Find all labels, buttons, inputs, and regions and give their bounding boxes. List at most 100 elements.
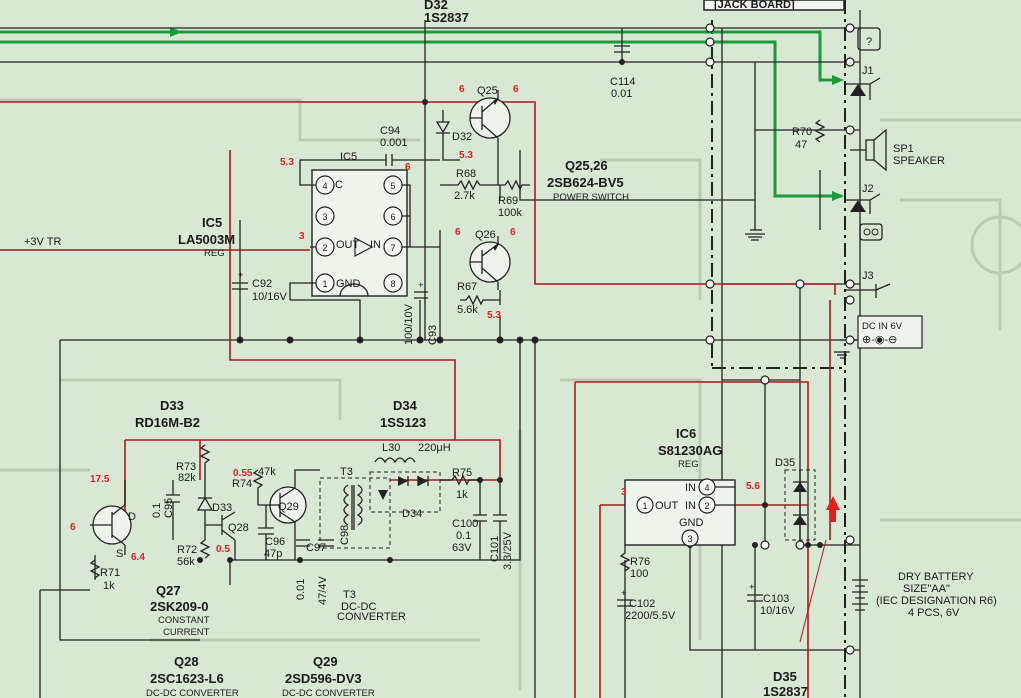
voltage-label: 0.5 — [216, 544, 230, 555]
svg-text:47/4V: 47/4V — [317, 576, 329, 605]
capacitor-c97: C97 0.01 — [295, 539, 326, 600]
svg-text:4: 4 — [704, 483, 709, 493]
connection-nodes — [705, 23, 855, 655]
svg-text:SPEAKER: SPEAKER — [893, 155, 945, 167]
svg-text:1: 1 — [642, 501, 647, 511]
svg-text:R73: R73 — [176, 461, 196, 473]
d33-part-label: RD16M-B2 — [135, 415, 200, 430]
resistor-r76: R76 100 — [619, 545, 650, 580]
ic5-part-label: LA5003M — [178, 232, 235, 247]
ic5-regulator: IC5 C OUT IN GND 43 21 56 78 — [289, 151, 440, 300]
voltage-label: 5.3 — [487, 310, 501, 321]
q29-role: DC-DC CONVERTER — [282, 688, 375, 698]
resistor-r75: R75 1k — [440, 467, 480, 501]
d33-ref-label: D33 — [160, 398, 184, 413]
svg-text:3: 3 — [322, 212, 327, 222]
svg-text:100k: 100k — [498, 207, 522, 219]
net-3v-label: +3V TR — [24, 236, 61, 248]
svg-text:L30: L30 — [382, 442, 400, 454]
voltage-label: 5.3 — [459, 150, 473, 161]
d32-part-label: 1S2837 — [424, 10, 469, 25]
svg-text:3.3/25V: 3.3/25V — [502, 531, 514, 570]
svg-text:IN: IN — [370, 239, 381, 251]
jack-j2: J2 — [845, 183, 883, 241]
svg-text:T3: T3 — [340, 466, 353, 478]
svg-text:220μH: 220μH — [418, 442, 451, 454]
svg-text:C92: C92 — [252, 278, 272, 290]
q28-ref: Q28 — [174, 654, 199, 669]
q25-26-part: 2SB624-BV5 — [547, 175, 624, 190]
svg-text:R75: R75 — [452, 467, 472, 479]
resistor-r73: R73 82k — [176, 444, 211, 484]
svg-text:GND: GND — [679, 517, 704, 529]
voltage-label: 17.5 — [90, 474, 110, 485]
jack-j3: J3 DC IN 6V ⊕-◉-⊖ — [845, 270, 923, 349]
svg-text:J1: J1 — [862, 65, 874, 77]
svg-text:C: C — [335, 179, 343, 191]
svg-text:100/10V: 100/10V — [403, 303, 415, 345]
ic6-part-label: S81230AG — [658, 443, 722, 458]
svg-text:1: 1 — [322, 279, 327, 289]
svg-text:2: 2 — [704, 501, 709, 511]
voltage-label: 5.6 — [746, 481, 760, 492]
svg-text:SP1: SP1 — [893, 143, 914, 155]
d34-ref-label: D34 — [393, 398, 418, 413]
q29-part: 2SD596-DV3 — [285, 671, 362, 686]
svg-text:10/16V: 10/16V — [760, 605, 796, 617]
battery-label-2: SIZE"AA" — [903, 583, 950, 595]
capacitor-c100: C100 0.1 63V — [452, 480, 487, 560]
svg-text:IN: IN — [685, 500, 696, 512]
svg-text:C114: C114 — [610, 76, 635, 88]
svg-text:2200/5.5V: 2200/5.5V — [625, 610, 676, 622]
svg-text:0.01: 0.01 — [611, 88, 632, 100]
capacitor-c114: C114 0.01 — [610, 45, 635, 100]
svg-text:0.1: 0.1 — [151, 503, 163, 518]
battery-label-3: (IEC DESIGNATION R6) — [876, 595, 997, 607]
svg-text:J3: J3 — [862, 270, 874, 282]
diode-d34: D34 — [369, 471, 441, 520]
svg-text:IN: IN — [685, 482, 696, 494]
svg-text:2.7k: 2.7k — [454, 190, 475, 202]
svg-text:0.001: 0.001 — [380, 137, 408, 149]
battery-symbol — [852, 579, 868, 611]
svg-text:+: + — [238, 270, 244, 281]
jack-j1: J1 ? — [845, 27, 881, 100]
voltage-label: 6 — [405, 162, 411, 173]
capacitor-c103: + C103 10/16V — [747, 582, 796, 617]
transistor-q26: Q26 — [469, 229, 511, 290]
voltage-label: 3 — [621, 487, 627, 498]
svg-text:OUT: OUT — [336, 239, 360, 251]
transformer-t3: T3 — [319, 466, 391, 549]
svg-text:R72: R72 — [177, 544, 197, 556]
q25-26-ref: Q25,26 — [565, 158, 608, 173]
resistor-r68: R68 2.7k — [440, 168, 500, 202]
svg-text:C95: C95 — [163, 498, 175, 518]
t3-role-1: DC-DC — [341, 601, 376, 613]
voltage-annotations: 5.3 6 6 5.3 6 3 6 6 5.3 17.5 6 6.4 0.55 … — [70, 84, 760, 563]
diode-d35: D35 — [775, 457, 816, 541]
svg-text:Q29: Q29 — [278, 501, 299, 513]
svg-text:56k: 56k — [177, 556, 195, 568]
capacitor-c93: 100/10V C93 + — [403, 280, 439, 345]
polarity-icon: ⊕-◉-⊖ — [862, 334, 897, 346]
transistor-q27: D S — [90, 480, 136, 560]
q27-part: 2SK209-0 — [150, 599, 209, 614]
svg-text:82k: 82k — [178, 472, 196, 484]
q29-ref: Q29 — [313, 654, 338, 669]
svg-text:+: + — [749, 582, 755, 593]
svg-text:IC5: IC5 — [340, 151, 357, 163]
resistor-r71: R71 1k — [89, 559, 120, 592]
svg-text:5: 5 — [390, 181, 395, 191]
capacitor-c94: C94 0.001 — [348, 125, 440, 166]
capacitor-c101: C101 3.3/25V — [489, 480, 514, 570]
cassette-icon — [871, 228, 879, 236]
wires-red — [0, 101, 836, 698]
svg-text:Q25: Q25 — [477, 85, 498, 97]
svg-text:R69: R69 — [498, 195, 518, 207]
ic6-regulator: 14 23 OUT IN IN GND — [624, 478, 736, 547]
transistor-q29: Q29 — [258, 469, 320, 560]
q25-26-role: POWER SWITCH — [553, 192, 629, 203]
ground-icon — [745, 233, 850, 359]
